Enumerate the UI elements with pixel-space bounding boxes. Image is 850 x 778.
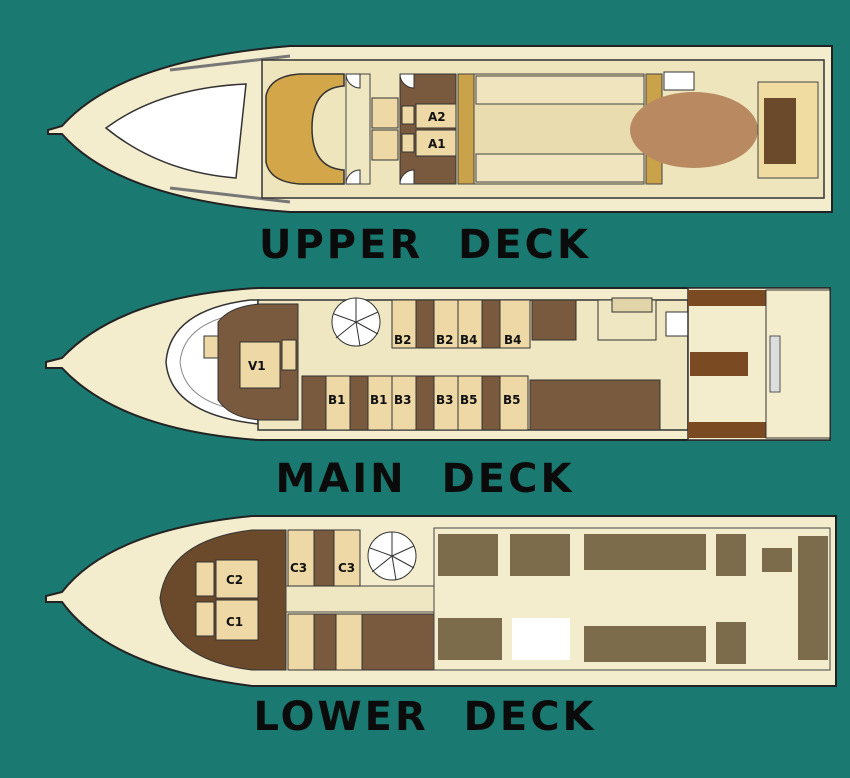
upper-bow-glass: [104, 83, 247, 179]
main-deck-title: MAIN DECK: [275, 456, 575, 502]
engine-2: [510, 534, 570, 576]
main-galley-counter: [611, 297, 653, 313]
main-cabins-top: B2 B2 B4 B4: [391, 299, 531, 349]
cabin-b1a: [325, 375, 351, 431]
upper-door-4: [399, 169, 415, 185]
engine-7: [438, 618, 502, 660]
lower-crew-room: [361, 613, 435, 671]
cabin-label-b2b: B2: [436, 333, 454, 347]
main-aft-table: [690, 352, 748, 376]
main-deck-plan: V1 B2 B2 B4 B4: [45, 287, 831, 441]
upper-cabin-block: [399, 73, 457, 185]
bath-b1a: [301, 375, 327, 431]
main-stairs: [665, 311, 691, 337]
upper-cabin-a2: [415, 103, 457, 129]
main-suite-nightstand-1: [203, 335, 219, 359]
upper-aft-bar-counter: [764, 98, 796, 164]
cabin-label-c1: C1: [226, 615, 243, 629]
cabin-label-c3a: C3: [290, 561, 307, 575]
lower-deck-plan: C2 C1 C3 C3: [45, 515, 837, 687]
lower-bath-c3: [313, 529, 335, 587]
lower-spiral-stair-steps: [369, 532, 415, 581]
bath-b3a: [415, 375, 435, 431]
bath-b1b: [349, 375, 369, 431]
cabin-label-c2: C2: [226, 573, 243, 587]
upper-door-3: [399, 73, 415, 89]
main-spiral-stair-steps: [333, 298, 379, 347]
upper-bath-a2: [371, 97, 399, 129]
upper-bed-a1: [401, 133, 415, 153]
cabin-label-b1a: B1: [328, 393, 346, 407]
upper-helm-room: [345, 73, 371, 185]
engine-5: [762, 548, 792, 572]
lower-cabin-crew-2: [335, 613, 363, 671]
main-transom-step: [769, 335, 781, 393]
engine-4: [716, 534, 746, 576]
cabin-label-b5b: B5: [503, 393, 521, 407]
cabin-label-b3b: B3: [436, 393, 454, 407]
engine-3: [584, 534, 706, 570]
cabin-label-b1b: B1: [370, 393, 388, 407]
upper-helm-console: [265, 73, 345, 185]
upper-dining-table: [630, 92, 758, 168]
upper-sofa-bottom: [475, 153, 645, 183]
lower-cabin-c3b: [333, 529, 361, 587]
cabin-b3a: [391, 375, 417, 431]
main-cabins-bottom: B1 B1 B3 B3 B5 B5: [301, 375, 529, 431]
lower-bath-crew: [313, 613, 337, 671]
lower-bed-c2: [215, 559, 259, 599]
cabin-label-a2: A2: [428, 110, 446, 124]
cabin-label-b3a: B3: [394, 393, 412, 407]
engine-10: [716, 622, 746, 664]
bath-b4a: [481, 299, 501, 349]
main-aft-bench-bottom: [688, 422, 766, 438]
upper-bed-a2: [401, 105, 415, 125]
cabin-b2b: [433, 299, 459, 349]
engine-6: [798, 536, 828, 660]
upper-cabin-a1: [415, 129, 457, 157]
bath-b2a: [415, 299, 435, 349]
upper-deck-plan: A2 A1: [47, 45, 833, 213]
engine-9: [584, 626, 706, 662]
cabin-b3b: [433, 375, 459, 431]
main-suite-bed: [239, 341, 281, 389]
upper-door-2: [345, 169, 361, 185]
upper-bath-a1: [371, 129, 399, 161]
upper-rail-left: [457, 73, 475, 185]
upper-deck-title: UPPER DECK: [258, 222, 592, 268]
cabin-b1b: [367, 375, 393, 431]
lower-side-c2: [195, 561, 215, 597]
engine-1: [438, 534, 498, 576]
upper-rail-bottom: [169, 186, 291, 204]
upper-stairs: [663, 71, 695, 91]
upper-door-1: [345, 73, 361, 89]
main-suite-nightstand-2: [281, 339, 297, 371]
cabin-b5a: [457, 375, 483, 431]
cabin-label-b2a: B2: [394, 333, 412, 347]
main-heads-bottom: [529, 379, 661, 431]
cabin-b5b: [499, 375, 529, 431]
cabin-label-b4a: B4: [460, 333, 478, 347]
lower-bed-c1: [215, 599, 259, 641]
lower-cabin-crew-1: [287, 613, 315, 671]
cabin-label-c3b: C3: [338, 561, 355, 575]
lower-side-c1: [195, 601, 215, 637]
cabin-b4b: [499, 299, 531, 349]
bath-b5a: [481, 375, 501, 431]
upper-sofa-top: [475, 75, 645, 105]
lower-deck-title: LOWER DECK: [253, 694, 597, 740]
cabin-b2a: [391, 299, 417, 349]
cabin-label-b4b: B4: [504, 333, 522, 347]
upper-rail-top: [169, 54, 291, 72]
main-heads-top: [531, 299, 577, 341]
cabin-label-b5a: B5: [460, 393, 478, 407]
cabin-label-a1: A1: [428, 137, 446, 151]
lower-cabin-c3a: [287, 529, 315, 587]
main-aft-bench-top: [688, 290, 766, 306]
engine-8: [512, 618, 570, 660]
cabin-label-v1: V1: [248, 359, 266, 373]
lower-corridor: [285, 585, 437, 613]
